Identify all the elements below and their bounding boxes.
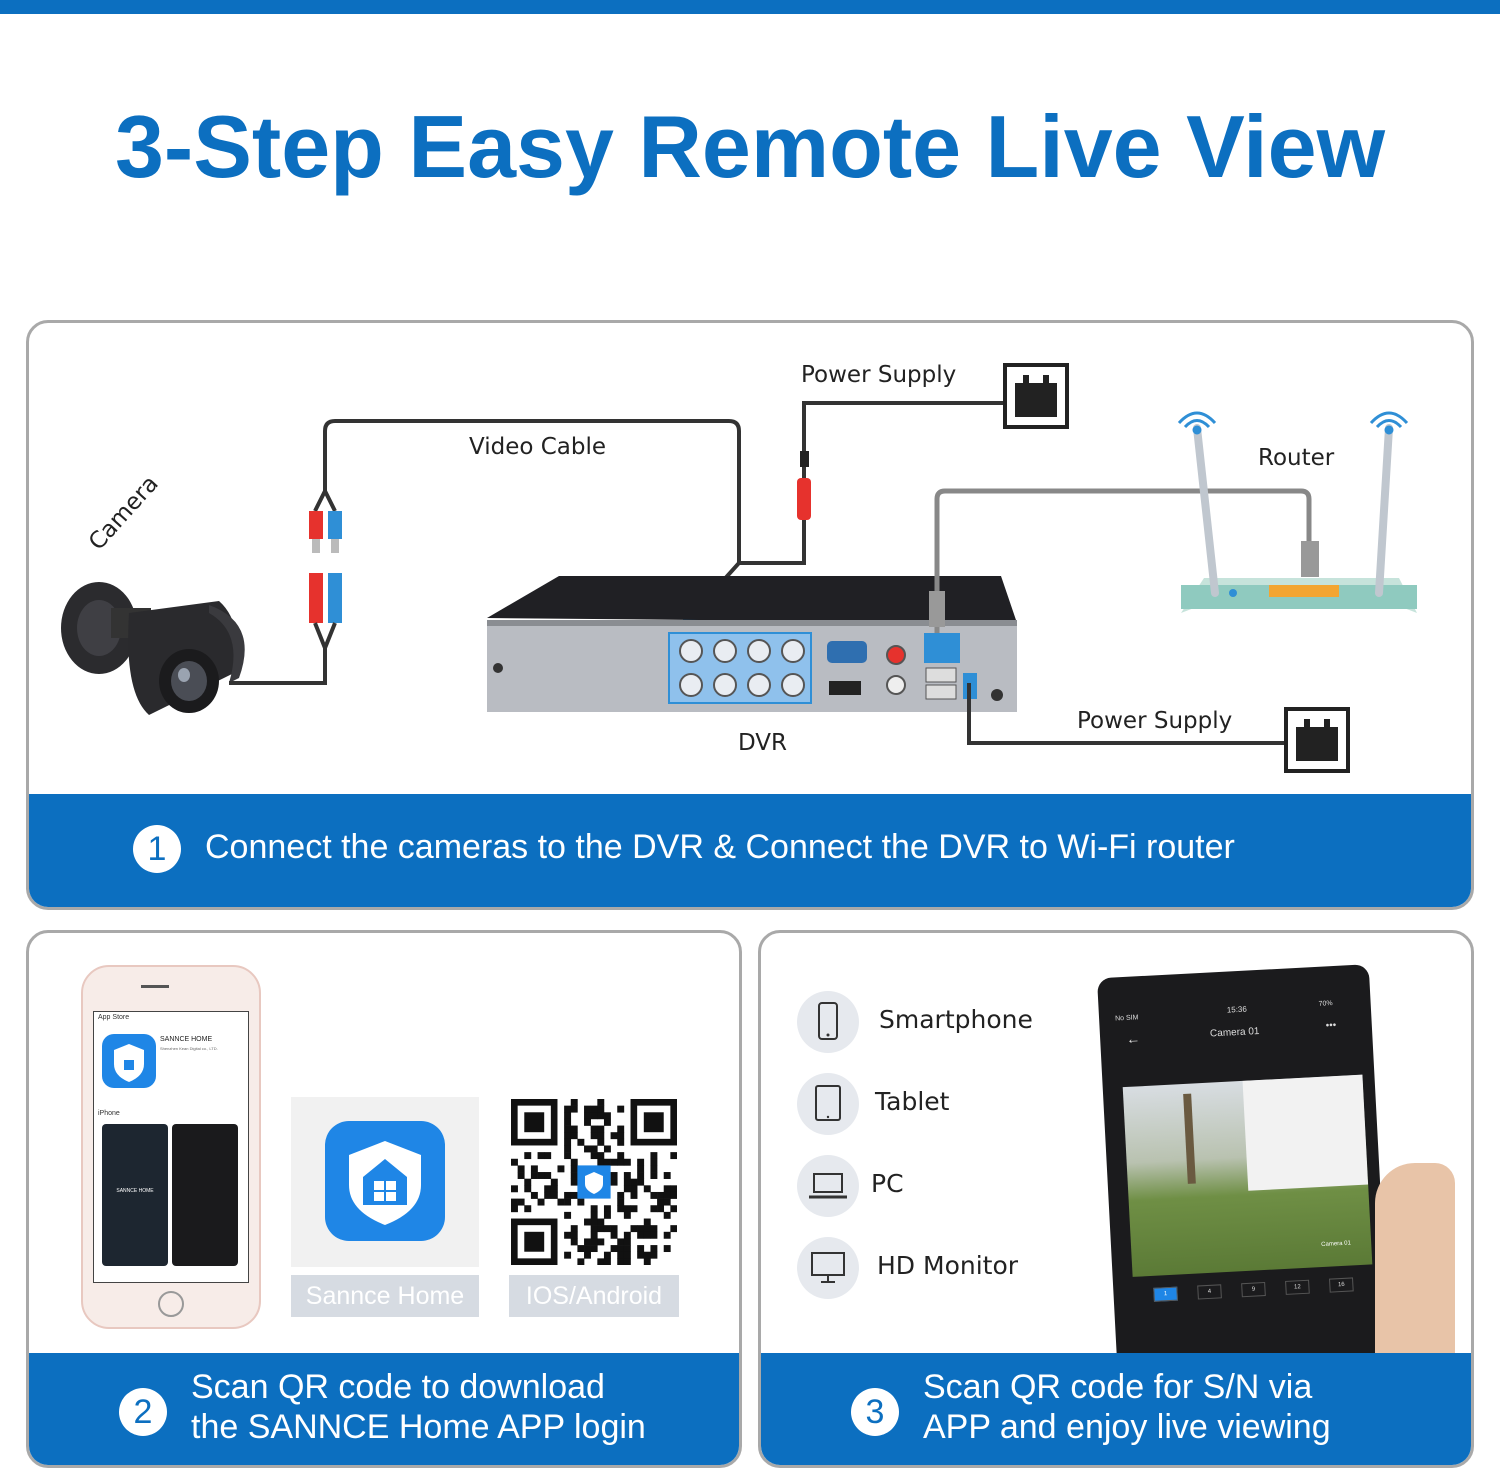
cable-connectors [309, 490, 699, 649]
step2-line1: Scan QR code to download [191, 1368, 605, 1406]
device-label-tablet: Tablet [875, 1087, 950, 1116]
palm-tree [1183, 1093, 1196, 1184]
tablet-battery: 70% [1318, 1000, 1333, 1008]
wifi-icon [1177, 411, 1409, 435]
connection-diagram [61, 363, 1417, 773]
channel-button[interactable]: 12 [1285, 1279, 1310, 1295]
power-supply-top-label: Power Supply [801, 362, 957, 388]
channel-button[interactable]: 4 [1197, 1284, 1222, 1300]
smartphone-icon [797, 991, 859, 1053]
app-screenshot-1: SANNCE HOME [102, 1124, 168, 1266]
phone-mockup: App Store SANNCE HOME Shenzhen Kean Digi… [81, 965, 261, 1329]
app-screenshot-label: SANNCE HOME [116, 1188, 154, 1194]
page-title: 3-Step Easy Remote Live View [114, 97, 1386, 196]
tablet-icon [797, 1073, 859, 1135]
device-label-smartphone: Smartphone [879, 1005, 1033, 1034]
app-screenshot-2 [172, 1124, 238, 1266]
app-tile-caption: Sannce Home [291, 1275, 479, 1317]
more-options-icon[interactable]: ••• [1325, 1019, 1337, 1032]
dvr-label: DVR [738, 730, 788, 756]
app-tile [291, 1097, 479, 1267]
device-label-pc: PC [871, 1169, 904, 1198]
step2-band: 2 Scan QR code to download the SANNCE Ho… [29, 1353, 739, 1465]
channel-button[interactable]: 1 [1153, 1286, 1178, 1302]
laptop-icon [797, 1155, 859, 1217]
live-view-screen: Camera 01 [1122, 1074, 1373, 1277]
power-supply-bottom-label: Power Supply [1077, 708, 1233, 734]
step3-panel: Smartphone Tablet PC HD Monitor No SIM 1… [758, 930, 1474, 1468]
dvr-icon [487, 576, 1017, 712]
tablet-camera-title: Camera 01 [1209, 1025, 1260, 1040]
qr-caption: IOS/Android [509, 1275, 679, 1317]
step3-number: 3 [851, 1388, 899, 1436]
video-cable-label: Video Cable [469, 434, 607, 460]
lan-connector [929, 591, 945, 627]
step1-number: 1 [133, 825, 181, 873]
step3-band: 3 Scan QR code for S/N via APP and enjoy… [761, 1353, 1471, 1465]
app-icon-small [102, 1034, 156, 1088]
app-name: SANNCE HOME [160, 1036, 213, 1043]
iphone-section-label: iPhone [98, 1110, 120, 1117]
tablet-status-left: No SIM [1114, 1014, 1139, 1023]
power-supply-bottom-line [967, 683, 1285, 745]
lan-cable-line [934, 488, 1312, 633]
video-cable-line [229, 419, 741, 685]
tablet-time: 15:36 [1226, 1004, 1248, 1015]
curtain-wall [1242, 1074, 1369, 1191]
camera-icon [61, 582, 245, 715]
step1-band: 1 Connect the cameras to the DVR & Conne… [29, 794, 1471, 907]
step3-line2: APP and enjoy live viewing [923, 1408, 1331, 1446]
phone-home-button [158, 1291, 184, 1317]
router-icon [1181, 424, 1417, 613]
step2-panel: App Store SANNCE HOME Shenzhen Kean Digi… [26, 930, 742, 1468]
step3-line1: Scan QR code for S/N via [923, 1368, 1313, 1406]
phone-speaker [141, 985, 169, 988]
back-arrow-icon[interactable]: ← [1125, 1030, 1141, 1047]
monitor-icon [797, 1237, 859, 1299]
step2-line2: the SANNCE Home APP login [191, 1408, 646, 1446]
step1-panel: Camera Video Cable Power Supply Router D… [26, 320, 1474, 910]
channel-button[interactable]: 16 [1329, 1277, 1354, 1293]
channel-selector[interactable]: 1 4 9 12 16 [1153, 1277, 1364, 1304]
hand-graphic [1375, 1163, 1455, 1363]
tablet-device: No SIM 15:36 70% ← Camera 01 ••• Camera … [1096, 964, 1390, 1368]
qr-code-icon[interactable] [511, 1099, 678, 1266]
power-supply-top-line [739, 401, 1004, 565]
sannce-app-icon[interactable] [325, 1121, 445, 1241]
channel-button[interactable]: 9 [1241, 1282, 1266, 1298]
app-developer: Shenzhen Kean Digital co., LTD. [160, 1046, 218, 1051]
phone-screen: App Store SANNCE HOME Shenzhen Kean Digi… [93, 1011, 249, 1283]
app-store-label: App Store [98, 1014, 130, 1021]
top-accent-bar [0, 0, 1500, 14]
device-label-hd-monitor: HD Monitor [877, 1251, 1019, 1280]
step1-text: Connect the cameras to the DVR & Connect… [205, 828, 1235, 866]
router-label: Router [1258, 445, 1335, 471]
power-outlet-bottom-icon [1284, 707, 1350, 773]
power-outlet-top-icon [1003, 363, 1069, 429]
step2-number: 2 [119, 1388, 167, 1436]
live-view-overlay-label: Camera 01 [1321, 1240, 1352, 1249]
